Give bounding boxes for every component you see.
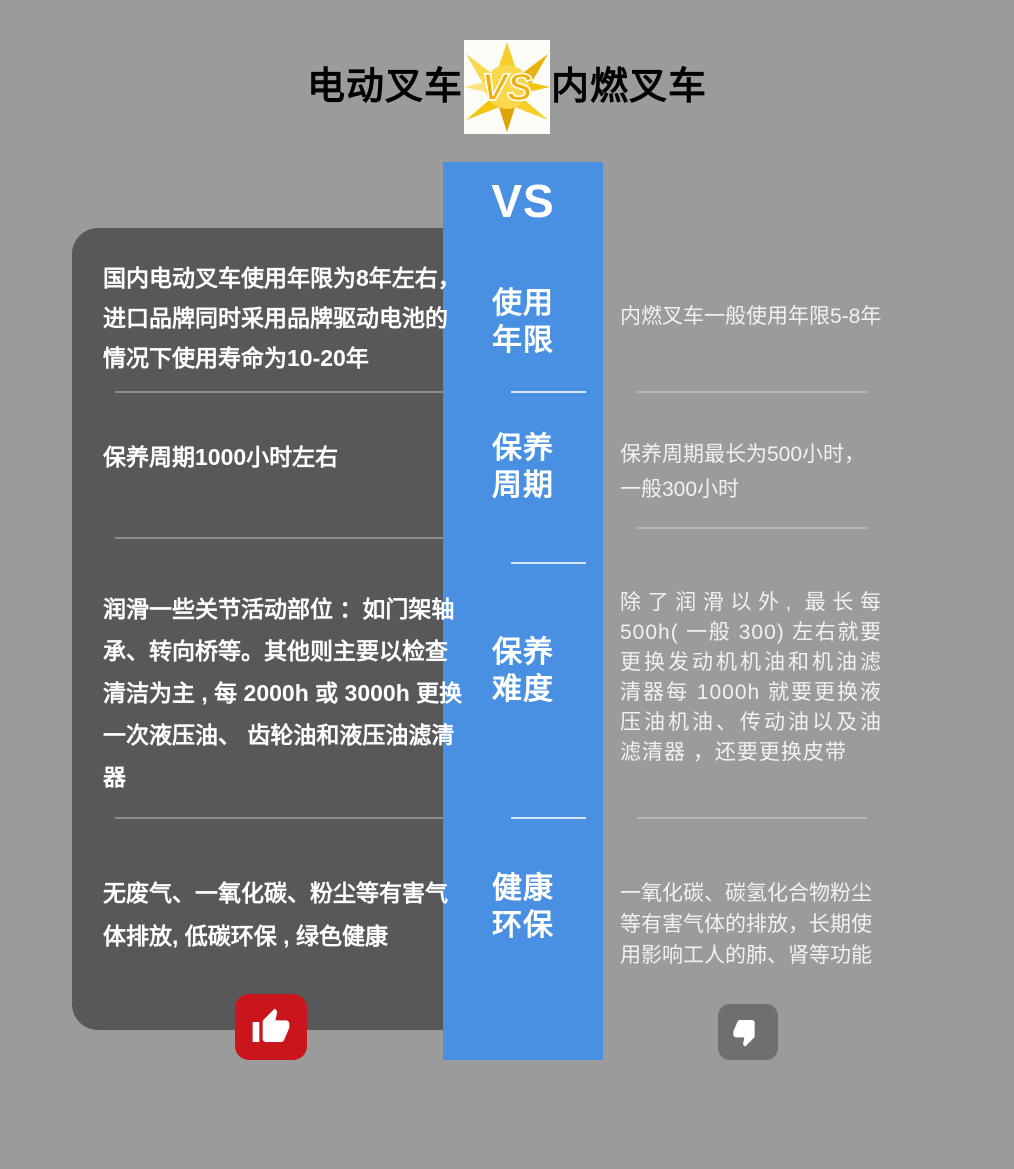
row-maintenance-cycle-left: 保养周期1000小时左右 [103,444,339,470]
thumbs-up-badge [235,994,307,1060]
vs-starburst-icon: VS [464,40,550,134]
divider [511,817,586,819]
divider [511,562,586,564]
header: 电动叉车 VS 内燃叉车 [0,40,1014,134]
electric-forklift-panel [72,228,495,1030]
row-maintenance-difficulty-left: 润滑一些关节活动部位 ：如门架轴承、转向桥等。其他则主要以检查清洁为主 , 每 … [103,596,463,790]
divider [637,391,867,393]
divider [115,817,443,819]
row-service-life-right: 内燃叉车一般使用年限5-8年 [620,305,882,328]
thumbs-down-badge [718,1004,778,1060]
divider [637,527,867,529]
divider [511,391,586,393]
versus-column: VS [443,162,603,1060]
versus-column-title: VS [491,175,555,227]
row-maintenance-difficulty-label: 保养 难度 [492,636,554,706]
thumbs-down-icon [733,1020,755,1047]
row-maintenance-cycle-right: 保养周期最长为500小时，一般300小时 [620,443,866,501]
row-health-label: 健康 环保 [492,872,554,942]
badge-vs-text: VS [482,67,533,109]
row-health-right: 一氧化碳、碳氢化合物粉尘等有害气体的排放，长期使用影响工人的肺、肾等功能 [620,882,872,967]
row-maintenance-cycle-label: 保养 周期 [492,432,554,502]
title-right: 内燃叉车 [551,66,708,108]
row-service-life-left: 国内电动叉车使用年限为8年左右，进口品牌同时采用品牌驱动电池的情况下使用寿命为1… [103,265,461,371]
divider [637,817,867,819]
vs-badge: VS [464,40,550,134]
row-service-life-label: 使用 年限 [492,287,554,357]
row-health-left: 无废气、一氧化碳、粉尘等有害气体排放, 低碳环保 , 绿色健康 [103,880,448,949]
divider [115,391,443,393]
thumbs-up-icon [252,1008,290,1042]
title-left: 电动叉车 [306,66,463,108]
divider [115,537,443,539]
row-maintenance-difficulty-right: 除了润滑以外, 最长每 500h( 一般 300) 左右就要更换发动机机油和机油… [620,591,882,764]
